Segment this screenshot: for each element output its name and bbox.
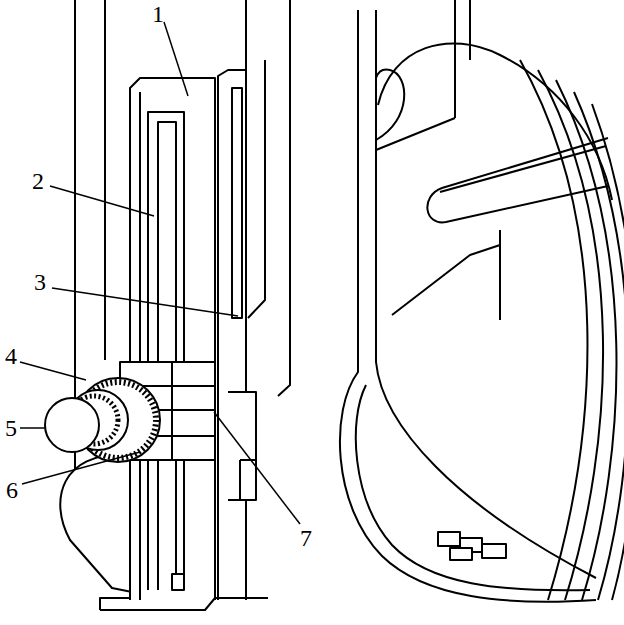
callout-holder: 7	[300, 526, 312, 550]
shell-arc	[592, 104, 624, 600]
frame	[246, 0, 290, 396]
shell-arc	[556, 80, 616, 600]
callout-number: 5	[5, 416, 17, 440]
leader-line	[20, 362, 86, 380]
callout-holder: 2	[32, 169, 44, 193]
base-plate	[100, 598, 268, 610]
callout-holder: 6	[6, 478, 18, 502]
callout-number: 4	[5, 344, 17, 368]
callout-holder: 1	[152, 2, 164, 26]
scale-column	[218, 70, 246, 600]
scale-slot	[232, 88, 242, 318]
frame-line	[455, 0, 500, 320]
slot-stop	[172, 574, 184, 590]
leader-line	[22, 452, 140, 484]
housing-edge	[104, 0, 106, 360]
leader-line	[20, 427, 46, 429]
arm-bulb	[356, 385, 590, 590]
column	[130, 78, 215, 600]
scale-block	[228, 392, 256, 500]
slot-inner	[440, 146, 606, 192]
callout-holder: 3	[34, 270, 46, 294]
shell-arc	[520, 60, 587, 600]
shell-arc	[378, 43, 612, 200]
callout-holder: 4	[5, 344, 17, 368]
column-slot	[148, 112, 184, 590]
callout-number: 1	[152, 2, 164, 26]
column-edge	[139, 92, 141, 600]
weights	[438, 532, 506, 560]
leader-line	[52, 288, 238, 316]
callout-number: 7	[300, 526, 312, 550]
mount-bracket	[60, 455, 132, 592]
callout-number: 3	[34, 270, 46, 294]
shell-arc	[538, 70, 603, 600]
callout-number: 6	[6, 478, 18, 502]
leader-line	[214, 412, 300, 524]
arm-outer	[340, 10, 596, 602]
leader-line	[164, 22, 188, 96]
callout-holder: 5	[5, 416, 17, 440]
knob	[45, 398, 99, 452]
leader-lines	[20, 22, 300, 524]
leader-line	[50, 186, 154, 216]
shell-arc	[574, 92, 624, 600]
callout-number: 2	[32, 169, 44, 193]
pivot	[376, 69, 404, 140]
